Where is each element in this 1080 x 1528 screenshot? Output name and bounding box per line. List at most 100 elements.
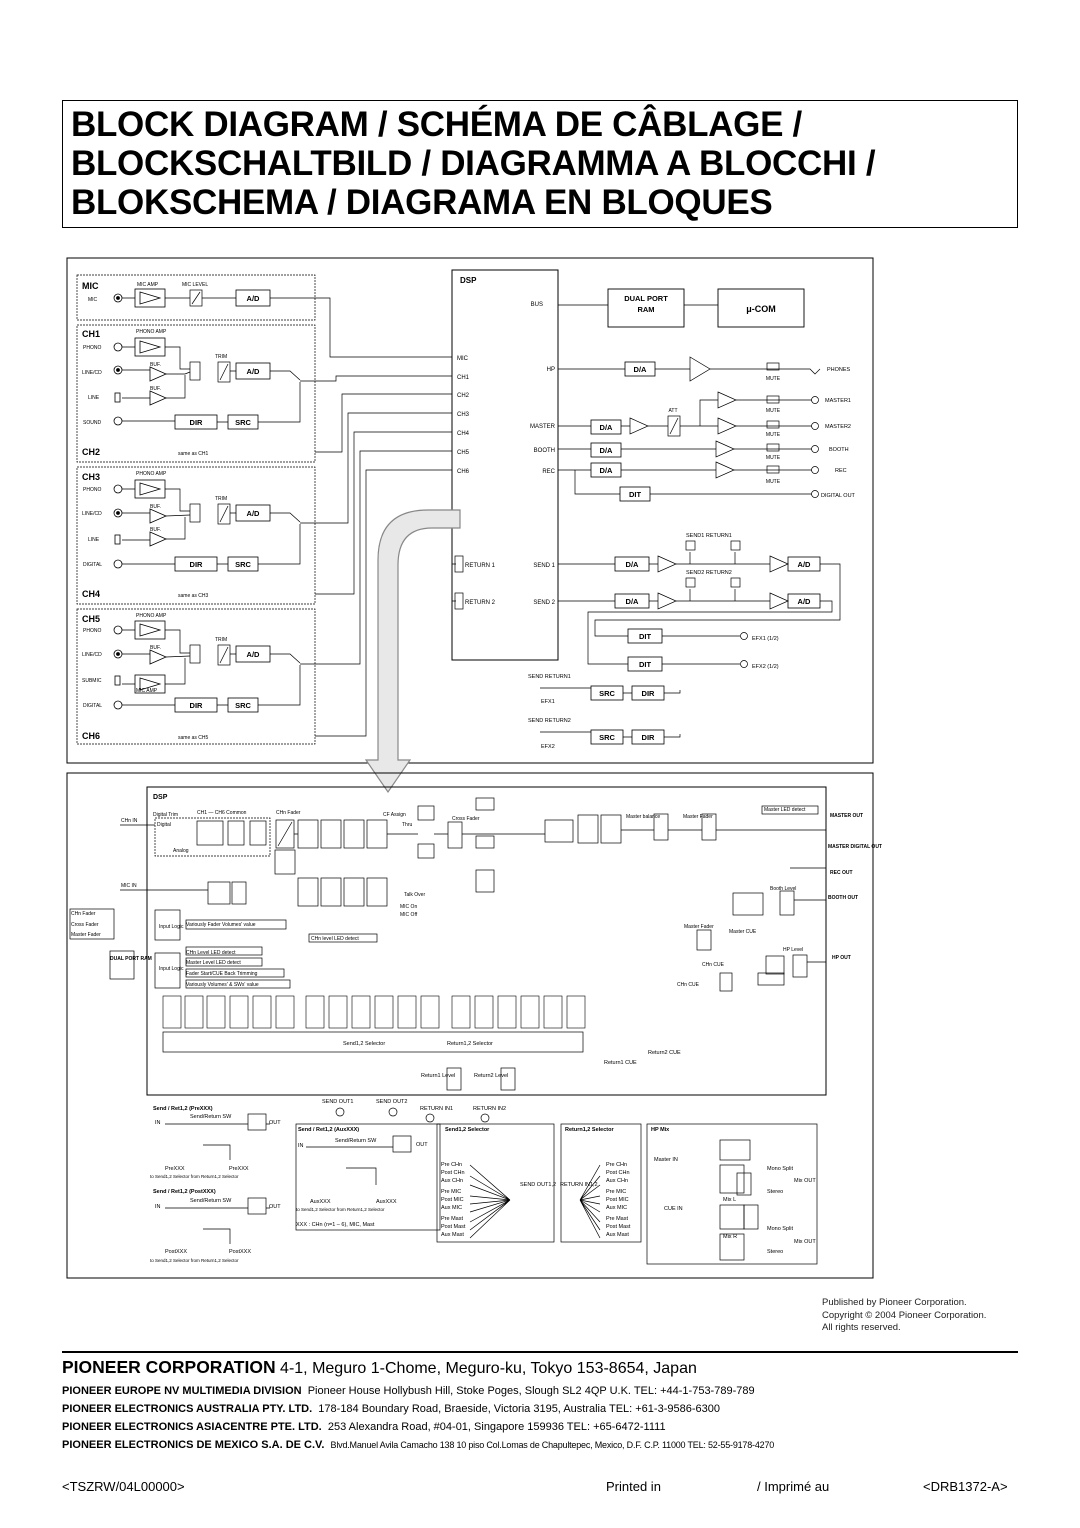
l-mono-split-1: Mono Split xyxy=(767,1166,793,1172)
l-postxxx: PostXXX xyxy=(165,1249,187,1255)
label-sound: SOUND xyxy=(83,420,101,426)
dit-efx2: DIT xyxy=(639,660,652,669)
footer-imprime: / Imprimé au xyxy=(757,1479,830,1494)
l-rsel-4: Post MIC xyxy=(606,1197,629,1203)
l-prexxx-2: PreXXX xyxy=(229,1166,249,1172)
l-master-balance: Master balance xyxy=(626,814,660,820)
lower-dsp-block xyxy=(146,786,827,1096)
l-return1-level: Return1 Level xyxy=(421,1073,455,1079)
att-label: ATT xyxy=(668,408,677,414)
label-mic-amp-5: MIC AMP xyxy=(136,688,158,694)
send-return2: SEND RETURN2 xyxy=(528,718,571,724)
dir-ch3: DIR xyxy=(190,560,204,569)
l-mix-r: Mix R xyxy=(723,1234,737,1240)
upper-frame xyxy=(66,257,874,764)
l-in-3: IN xyxy=(298,1143,304,1149)
label-trim-1: TRIM xyxy=(215,354,227,360)
l-mix-l: Mix L xyxy=(723,1197,736,1203)
l-send-selector: Send1,2 Selector xyxy=(343,1041,385,1047)
l-rec-out: REC OUT xyxy=(830,870,853,876)
l-rsel-0: Pre CHn xyxy=(606,1162,627,1168)
ad-ch1: A/D xyxy=(247,367,261,376)
l-return-in1: RETURN IN1 xyxy=(420,1106,453,1112)
l-send-out2: SEND OUT2 xyxy=(376,1099,407,1105)
dsp-in-3: CH3 xyxy=(457,412,470,418)
l-chn-led: CHn Level LED detect xyxy=(186,950,236,956)
office-address-0: Pioneer House Hollybush Hill, Stoke Poge… xyxy=(307,1385,755,1397)
out-master2: MASTER2 xyxy=(825,424,851,430)
l-chn-cue-2: CHn CUE xyxy=(677,982,700,988)
ad-return1: A/D xyxy=(798,560,812,569)
office-address-1: 178-184 Boundary Road, Braeside, Victori… xyxy=(318,1403,720,1415)
label-buf-3a: BUF. xyxy=(150,504,161,510)
src-ch5: SRC xyxy=(235,701,251,710)
dsp-in-1: CH1 xyxy=(457,375,470,381)
l-hp-mix: HP Mix xyxy=(651,1127,670,1133)
l-digital-trim: Digital Trim xyxy=(153,812,178,818)
label-mic-level: MIC LEVEL xyxy=(182,282,208,288)
src-efx1: SRC xyxy=(599,689,615,698)
ch3-box xyxy=(76,466,316,605)
amplifiers xyxy=(134,288,167,694)
corporation-name: PIONEER CORPORATION xyxy=(62,1357,276,1377)
dsp-in-0: MIC xyxy=(457,356,469,362)
l-xxx-note: XXX : CHn (n=1 – 6), MIC, Mast xyxy=(296,1222,375,1228)
ad-ch5: A/D xyxy=(247,650,261,659)
label-same-ch5: same as CH5 xyxy=(178,735,209,741)
label-digital-3: DIGITAL xyxy=(83,562,102,568)
mute-1: MUTE xyxy=(766,376,781,382)
l-sel-6: Pre Mast xyxy=(441,1216,463,1222)
label-phono-1: PHONO xyxy=(83,345,101,351)
dir-efx1: DIR xyxy=(642,689,656,698)
l-sel-7: Post Mast xyxy=(441,1224,466,1230)
efx2-out: EFX2 (1/2) xyxy=(752,664,779,670)
office-address-2: 253 Alexandra Road, #04-01, Singapore 15… xyxy=(327,1421,666,1433)
l-to-selector-1: to Send1,2 Selector from Return1,2 Selec… xyxy=(150,1174,239,1179)
l-send-sel-title: Send1,2 Selector xyxy=(445,1127,490,1133)
l-sel-0: Pre CHn xyxy=(441,1162,462,1168)
l-master-digital-out: MASTER DIGITAL OUT xyxy=(828,844,882,850)
label-linecd-1: LINE/CD xyxy=(82,370,102,376)
publisher-line-2: Copyright © 2004 Pioneer Corporation. xyxy=(822,1309,987,1321)
dsp-hp: HP xyxy=(547,367,555,373)
label-same-ch3: same as CH3 xyxy=(178,593,209,599)
l-in-1: IN xyxy=(155,1120,161,1126)
office-mexico: PIONEER ELECTRONICS DE MEXICO S.A. DE C.… xyxy=(62,1439,774,1451)
l-chn-in: CHn IN xyxy=(121,818,138,824)
l-auxxxx-title: Send / Ret1,2 (AuxXXX) xyxy=(298,1127,359,1133)
label-phono-amp-3: PHONO AMP xyxy=(136,471,167,477)
l-master-level-led: Master Level LED detect xyxy=(186,960,241,966)
src-efx2: SRC xyxy=(599,733,615,742)
out-booth: BOOTH xyxy=(829,447,849,453)
l-fader-start: Fader Start/CUE Back Trimming xyxy=(186,971,258,977)
l-booth-level: Booth Level xyxy=(770,886,796,892)
ch1-box xyxy=(76,324,316,463)
label-line-1: LINE xyxy=(88,395,100,401)
office-asia: PIONEER ELECTRONICS ASIACENTRE PTE. LTD.… xyxy=(62,1421,666,1433)
l-rsel-8: Aux Mast xyxy=(606,1232,629,1238)
label-mic-amp: MIC AMP xyxy=(137,282,159,288)
label-ch4: CH4 xyxy=(82,589,100,599)
l-out-3: OUT xyxy=(416,1142,428,1148)
l-return2-cue: Return2 CUE xyxy=(648,1050,681,1056)
dsp-return2: RETURN 2 xyxy=(465,600,496,606)
lower-blocks xyxy=(69,797,819,1091)
l-master-fader: Master Fader xyxy=(683,814,713,820)
footer-code: <TSZRW/04L00000> xyxy=(62,1479,185,1494)
l-rsel-3: Pre MIC xyxy=(606,1189,626,1195)
l-variously: Variously Fader Volumes' value xyxy=(186,922,256,928)
l-srsw-1: Send/Return SW xyxy=(190,1114,232,1120)
title-line-2: BLOCKSCHALTBILD / DIAGRAMMA A BLOCCHI / xyxy=(71,144,876,183)
label-linecd-3: LINE/CD xyxy=(82,511,102,517)
title-line-3: BLOKSCHEMA / DIAGRAMA EN BLOQUES xyxy=(71,183,773,222)
label-same-ch1: same as CH1 xyxy=(178,451,209,457)
l-postxxx-2: PostXXX xyxy=(229,1249,251,1255)
office-address-3: Blvd.Manuel Avila Camacho 138 10 piso Co… xyxy=(330,1440,775,1450)
dit-efx1: DIT xyxy=(639,632,652,641)
label-phono-5: PHONO xyxy=(83,628,101,634)
label-ch5: CH5 xyxy=(82,614,100,624)
input-jacks xyxy=(113,293,123,710)
l-postxxx-title: Send / Ret1,2 (PostXXX) xyxy=(153,1189,216,1195)
l-digital: Digital xyxy=(157,822,171,828)
l-master-led: Master LED detect xyxy=(764,807,806,813)
